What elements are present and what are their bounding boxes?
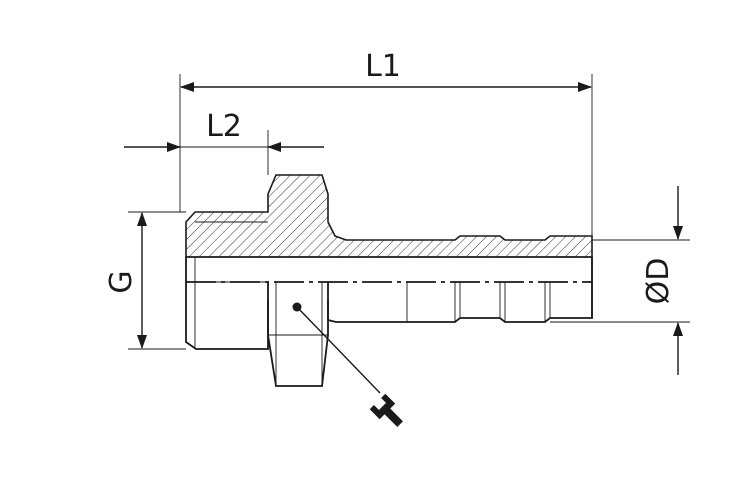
dim-g-label: G [104,270,139,293]
dim-l2-label: L2 [206,109,242,144]
section-hatch [185,174,593,258]
dim-d-label: ØD [641,258,676,305]
hex-nut [267,282,329,387]
dim-l1-label: L1 [365,49,401,84]
wrench-icon [369,393,403,427]
lower-body-outline [185,257,593,350]
wrench-leader [296,306,381,394]
